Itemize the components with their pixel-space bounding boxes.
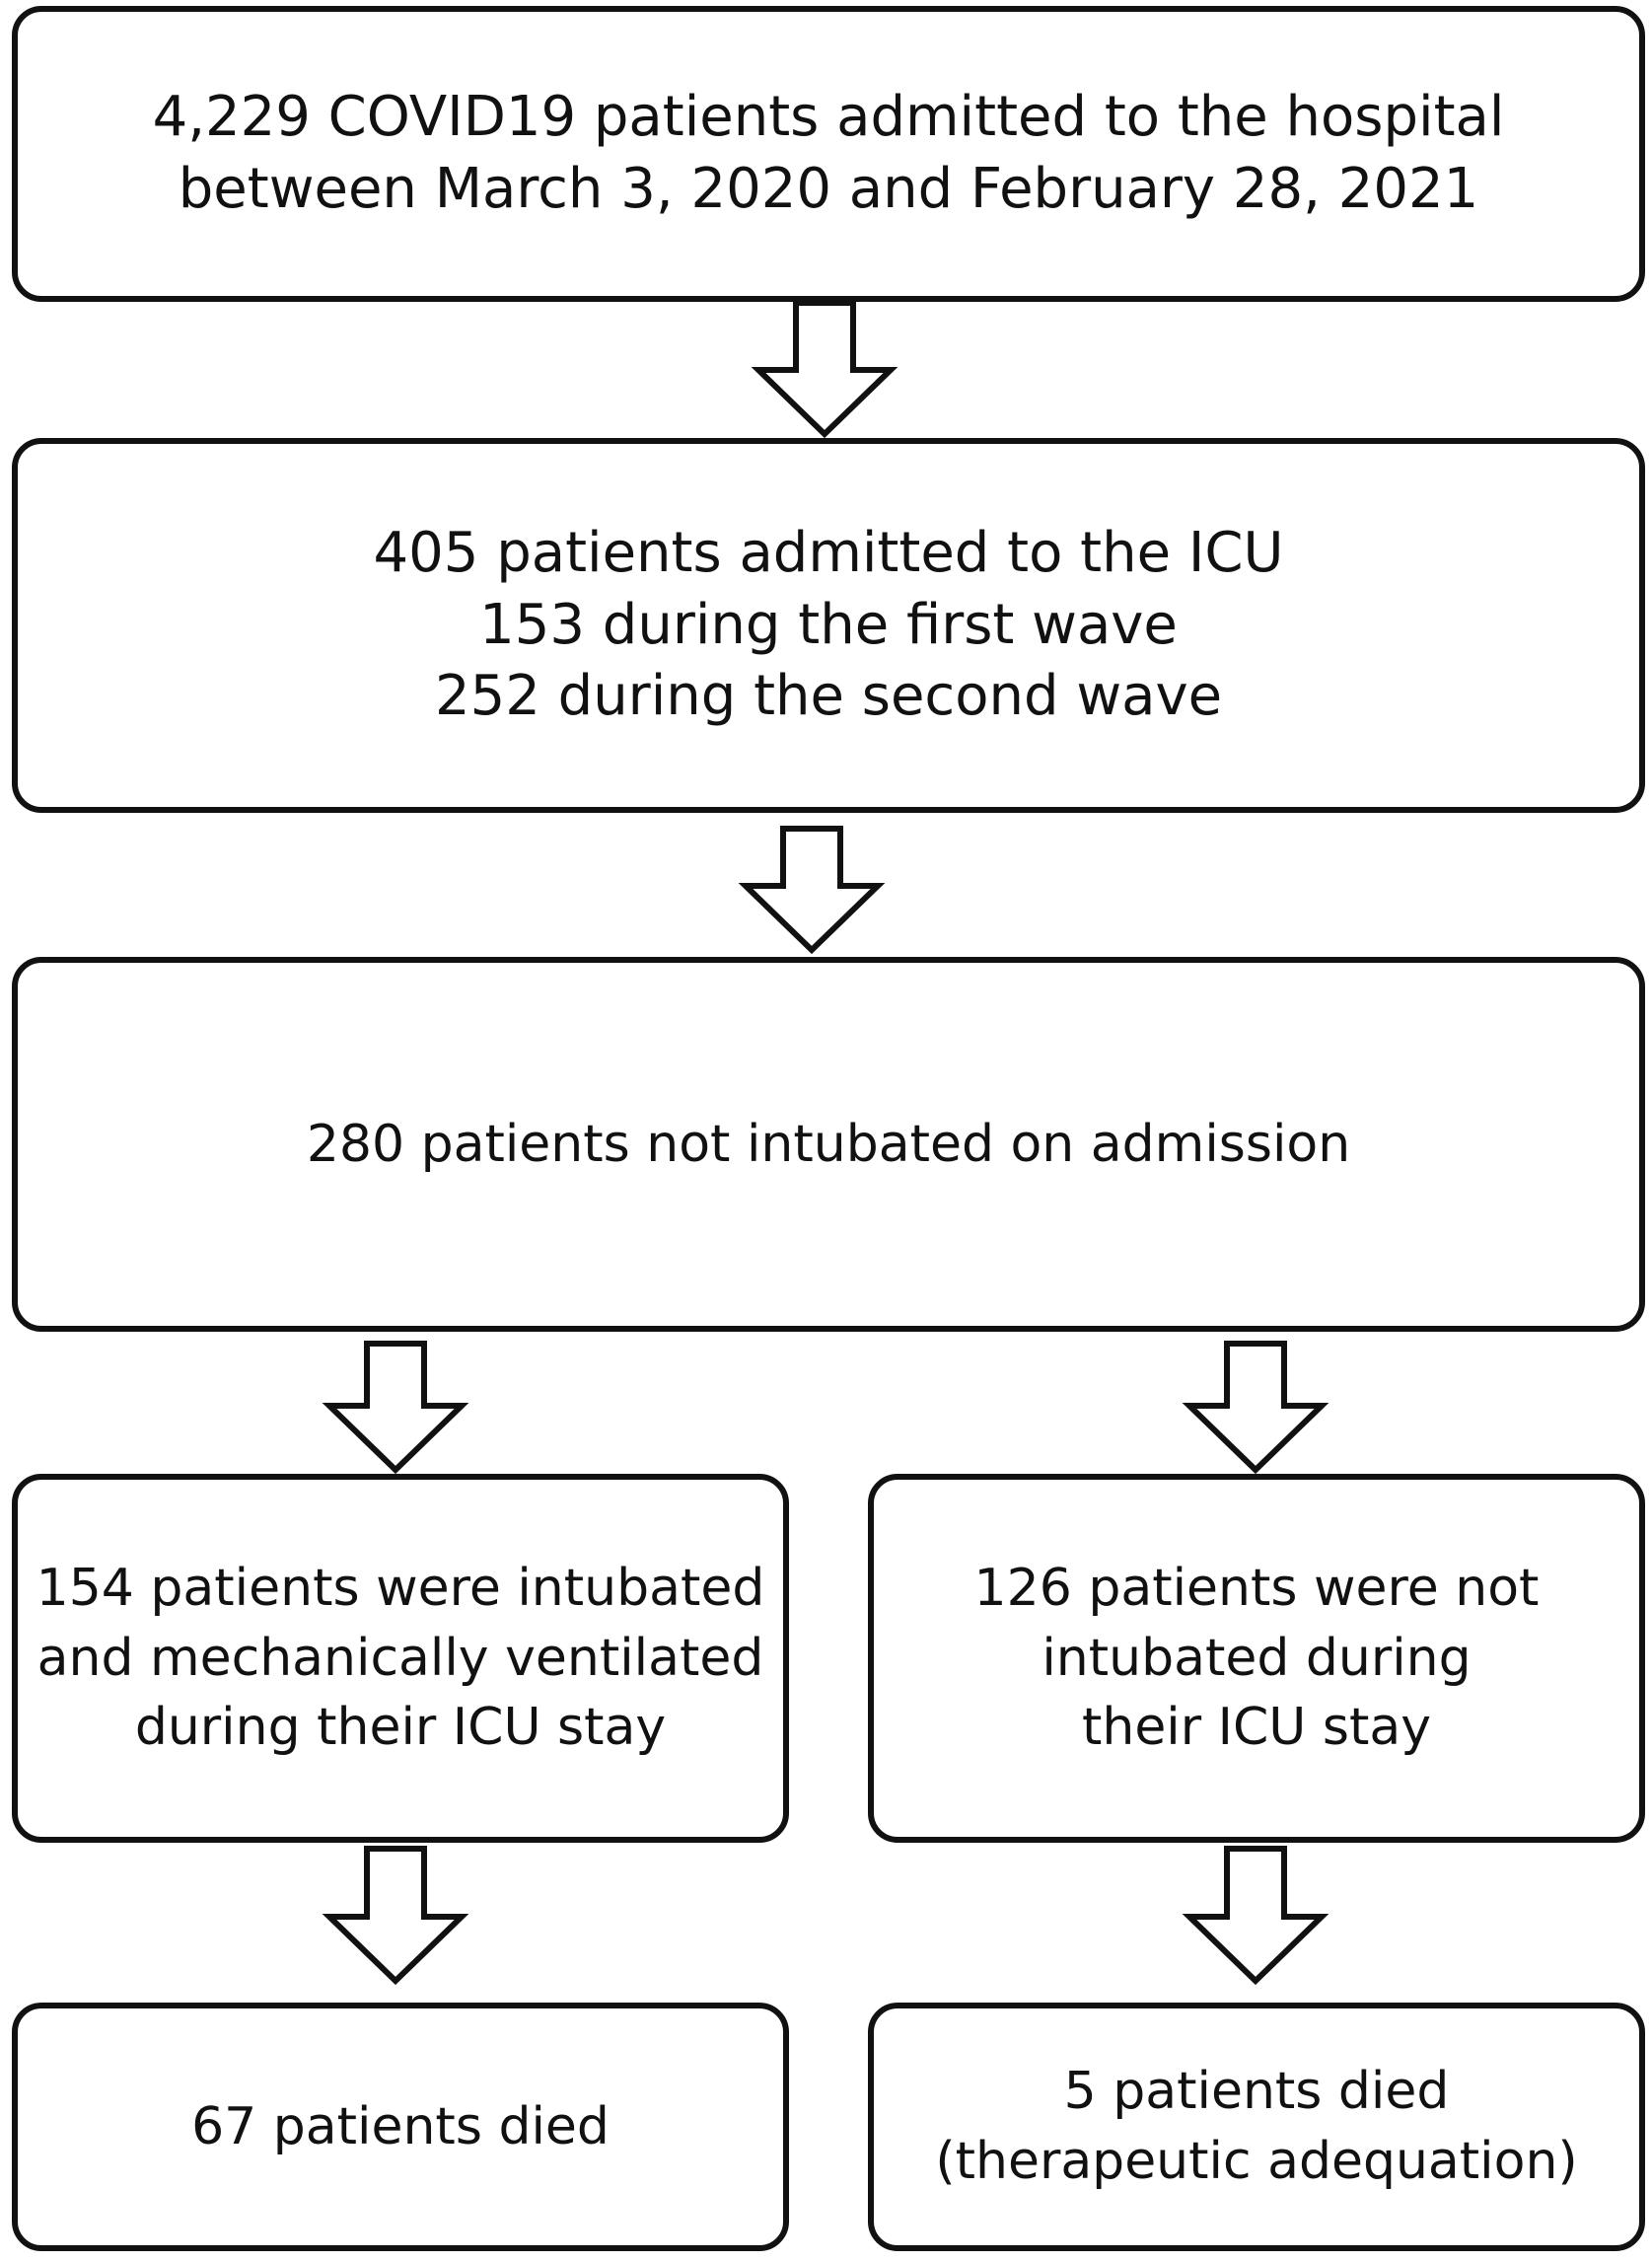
icu-line-1: 405 patients admitted to the ICU [373, 520, 1284, 585]
intubated-line-1: 154 patients were intubated [36, 1558, 765, 1618]
died-not-intubated-box: 5 patients died (therapeutic adequation) [868, 2003, 1645, 2251]
intubated-box: 154 patients were intubated and mechanic… [12, 1474, 789, 1843]
intubated-line-3: during their ICU stay [134, 1698, 667, 1758]
arrow-to-not-intubated-stay [1182, 1341, 1329, 1475]
admitted-line-2: between March 3, 2020 and February 28, 2… [178, 157, 1479, 221]
admitted-line-1: 4,229 COVID19 patients admitted to the h… [152, 85, 1505, 150]
icu-line-2: 153 during the first wave [479, 592, 1178, 657]
not-intubated-stay-box: 126 patients were not intubated during t… [868, 1474, 1645, 1843]
arrow-to-died-not-intubated [1182, 1846, 1329, 1986]
admitted-box: 4,229 COVID19 patients admitted to the h… [12, 6, 1645, 302]
died-intubated-box: 67 patients died [12, 2003, 789, 2251]
died-not-intubated-line-1: 5 patients died [1063, 2062, 1450, 2122]
arrow-to-died-intubated [322, 1846, 469, 1986]
icu-box: 405 patients admitted to the ICU 153 dur… [12, 438, 1645, 813]
not-intubated-admission-line-1: 280 patients not intubated on admission [306, 1114, 1351, 1174]
not-intubated-stay-line-3: their ICU stay [1081, 1698, 1432, 1758]
arrow-admitted-to-icu [751, 300, 898, 439]
died-not-intubated-line-2: (therapeutic adequation) [935, 2132, 1578, 2191]
not-intubated-stay-line-2: intubated during [1041, 1628, 1472, 1688]
died-intubated-line-1: 67 patients died [191, 2096, 610, 2156]
not-intubated-stay-line-1: 126 patients were not [973, 1558, 1540, 1618]
icu-line-3: 252 during the second wave [434, 664, 1223, 729]
arrow-icu-to-not-intubated [738, 826, 886, 955]
not-intubated-admission-box: 280 patients not intubated on admission [12, 957, 1645, 1332]
intubated-line-2: and mechanically ventilated [36, 1628, 764, 1688]
arrow-to-intubated [322, 1341, 469, 1475]
